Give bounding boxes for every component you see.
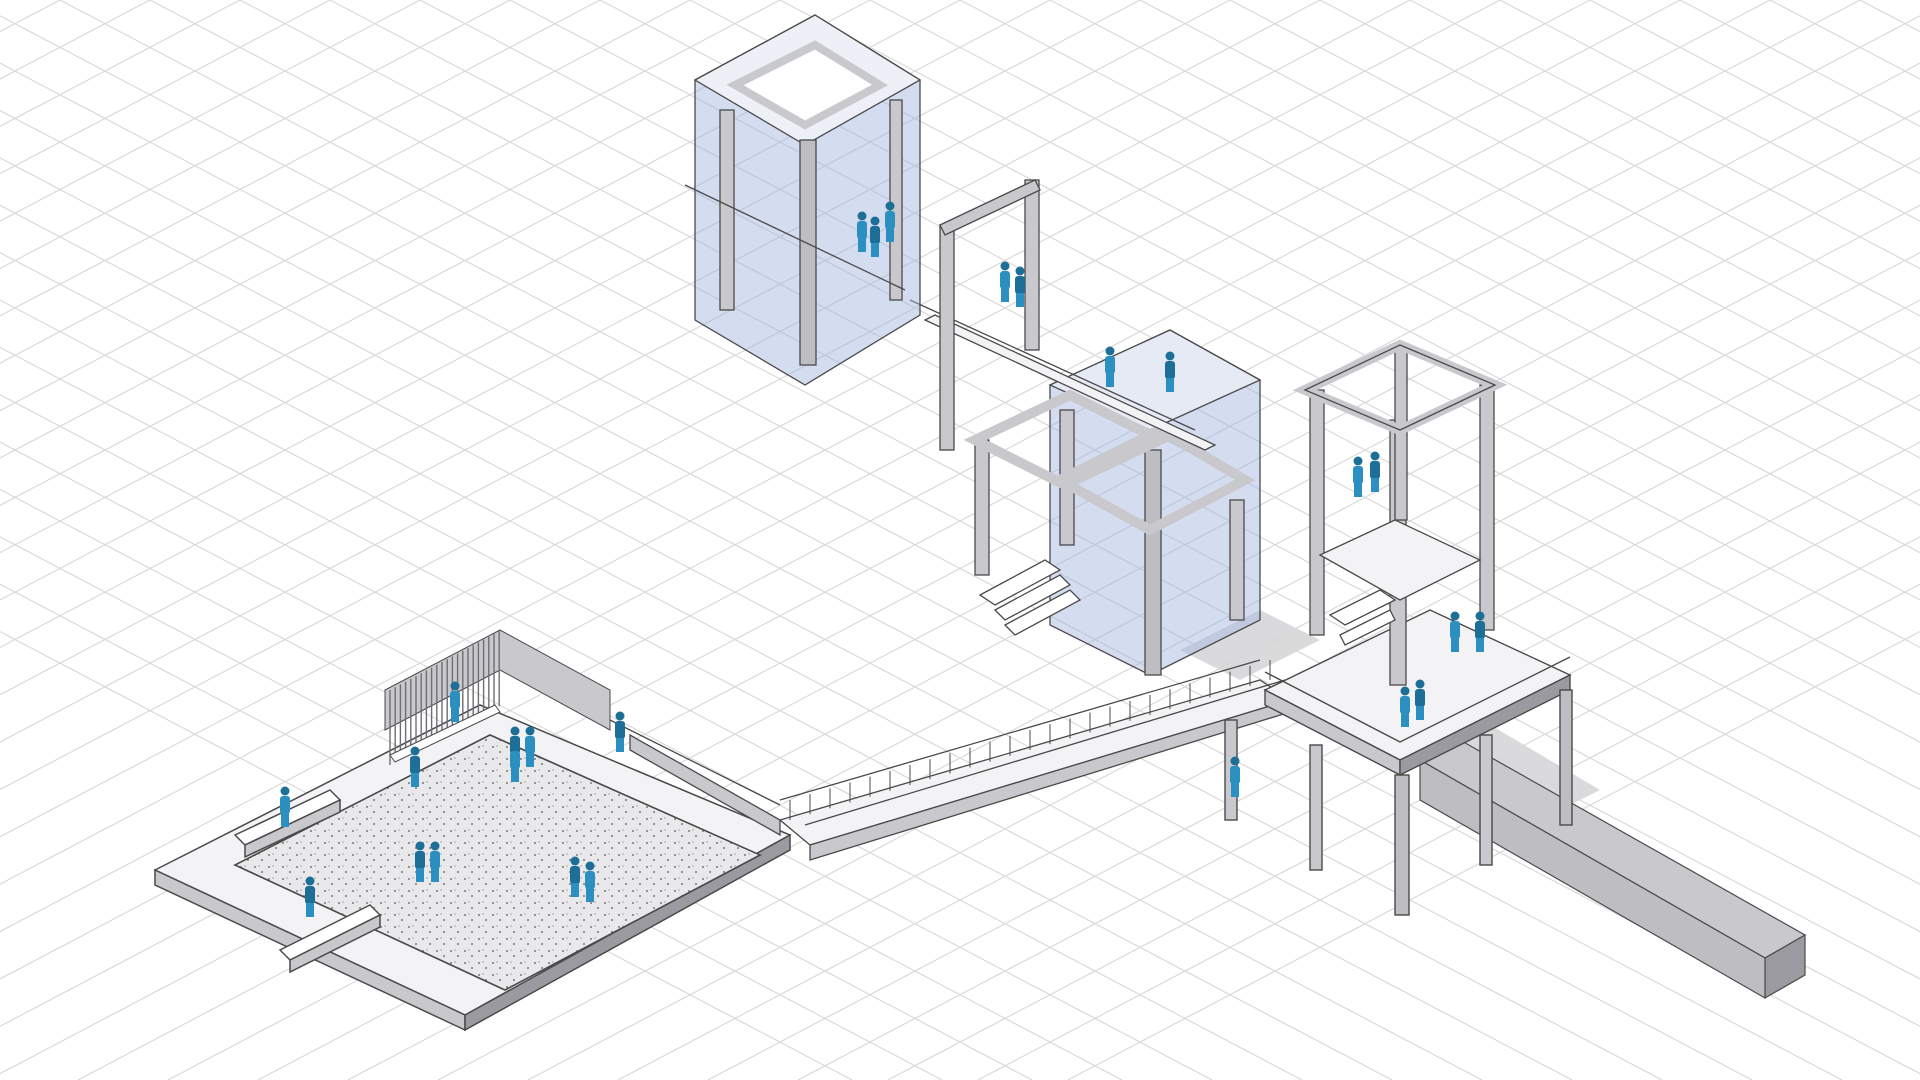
person-figure bbox=[510, 741, 520, 782]
person-figure bbox=[570, 856, 580, 897]
person-figure bbox=[615, 711, 625, 752]
pavilion-stairs bbox=[978, 559, 1082, 636]
person-figure bbox=[280, 786, 290, 827]
tall-frame-tower bbox=[1292, 339, 1508, 686]
person-figure bbox=[1165, 351, 1175, 392]
sunken-gravel-court bbox=[153, 704, 792, 1032]
terrace-columns bbox=[1224, 689, 1573, 916]
person-figure bbox=[430, 841, 440, 882]
tower-stair bbox=[1328, 589, 1397, 646]
frame-gate bbox=[939, 179, 1041, 451]
person-figure bbox=[1415, 679, 1425, 720]
upper-bridge bbox=[909, 299, 1217, 451]
ground-wall bbox=[1418, 739, 1807, 1000]
person-figure bbox=[410, 746, 420, 787]
person-figure bbox=[857, 211, 867, 252]
person-figure bbox=[415, 841, 425, 882]
person-figure bbox=[1105, 346, 1115, 387]
person-figure bbox=[305, 876, 315, 917]
person-figure bbox=[1370, 451, 1380, 492]
person-figure bbox=[1015, 266, 1025, 307]
people-figures bbox=[280, 201, 1485, 917]
person-figure bbox=[525, 726, 535, 767]
person-figure bbox=[1475, 611, 1485, 652]
person-figure bbox=[450, 681, 460, 722]
glass-tower bbox=[684, 14, 922, 386]
person-figure bbox=[585, 861, 595, 902]
person-figure bbox=[1353, 456, 1363, 497]
person-figure bbox=[1400, 686, 1410, 727]
person-figure bbox=[1000, 261, 1010, 302]
person-figure bbox=[870, 216, 880, 257]
person-figure bbox=[1230, 756, 1240, 797]
person-figure bbox=[885, 201, 895, 242]
stair-pavilion bbox=[963, 329, 1262, 676]
person-figure bbox=[1450, 611, 1460, 652]
